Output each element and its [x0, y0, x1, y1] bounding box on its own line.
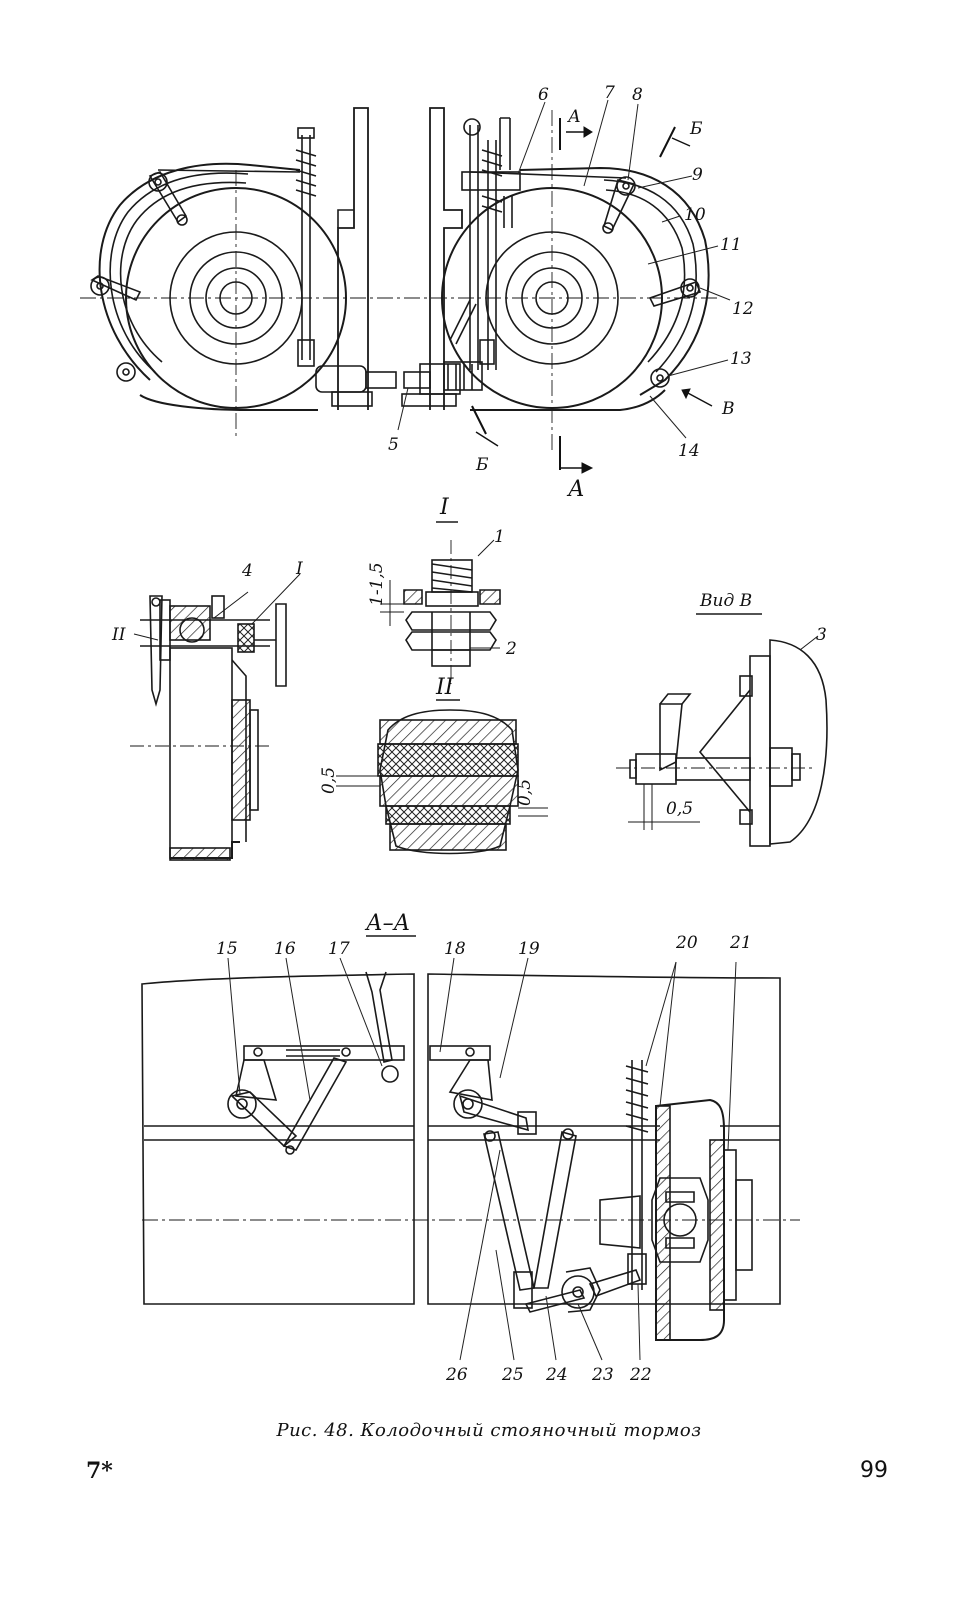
leader-lines-section	[227, 957, 737, 1361]
part-label-15: 15	[216, 939, 238, 959]
detail-two-title: II	[435, 675, 455, 700]
signature-mark: 7*	[86, 1458, 113, 1484]
part-label-25: 25	[501, 1365, 524, 1385]
section-mark-b-bottom: Б	[475, 455, 489, 475]
section-mark-a-top: А	[567, 107, 581, 127]
part-label-16: 16	[274, 939, 296, 959]
part-label-20: 20	[675, 933, 698, 953]
part-label-24: 24	[545, 1365, 568, 1385]
page-number: 99	[860, 1458, 888, 1483]
section-mark-b-top: Б	[689, 119, 703, 139]
left-brake-housing	[98, 162, 301, 381]
leader-lines-top	[397, 99, 731, 439]
part-label-7: 7	[604, 83, 615, 103]
section-mark-a-bottom: А	[566, 477, 585, 502]
dimension-gap-3: 0,5	[515, 779, 535, 806]
part-label-8: 8	[632, 85, 643, 105]
dimension-gap-4: 0,5	[666, 799, 693, 819]
detail-one-title: I	[439, 495, 450, 520]
part-label-19: 19	[518, 939, 540, 959]
part-label-21: 21	[729, 933, 752, 953]
part-label-9: 9	[692, 165, 703, 185]
part-label-3: 3	[816, 625, 827, 645]
part-label-13: 13	[730, 349, 752, 369]
detail-one-view	[380, 521, 501, 684]
dimension-gap-2: 0,5	[319, 767, 339, 794]
part-label-2: 2	[505, 639, 517, 659]
part-label-5: 5	[388, 435, 399, 455]
part-label-23: 23	[591, 1365, 614, 1385]
side-ref-detail-one: I	[295, 559, 303, 579]
part-label-6: 6	[538, 85, 549, 105]
view-v	[616, 613, 828, 847]
section-marks-top	[471, 118, 713, 474]
part-label-26: 26	[445, 1365, 468, 1385]
label-layer: I II Вид В А–А А А Б Б В 1-1,5 0,5 0,5 0…	[111, 83, 827, 1385]
section-mark-v: В	[721, 399, 735, 419]
part-label-10: 10	[684, 205, 706, 225]
side-ref-detail-two: II	[111, 625, 126, 645]
view-v-title: Вид В	[699, 591, 752, 611]
top-plan-view	[80, 107, 720, 450]
right-brake-housing	[519, 166, 710, 396]
section-aa-title: А–А	[364, 911, 410, 936]
detail-two-view	[336, 699, 548, 855]
part-label-1: 1	[494, 527, 505, 547]
part-label-4: 4	[241, 561, 253, 581]
section-aa-view	[141, 935, 800, 1341]
figure-caption: Рис. 48. Колодочный стояночный тормоз	[276, 1420, 702, 1441]
part-label-11: 11	[720, 235, 742, 255]
part-label-22: 22	[629, 1365, 652, 1385]
side-section-view	[130, 573, 301, 861]
part-label-17: 17	[328, 939, 350, 959]
dimension-gap-1: 1-1,5	[367, 562, 387, 606]
part-label-18: 18	[444, 939, 466, 959]
part-label-14: 14	[678, 441, 700, 461]
part-label-12: 12	[732, 299, 754, 319]
